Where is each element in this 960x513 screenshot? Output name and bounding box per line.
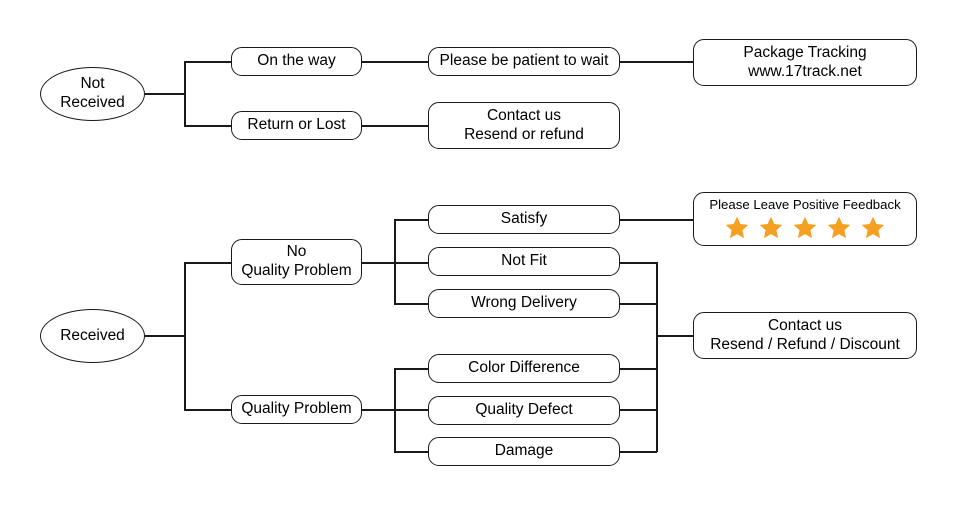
connector-to-quality-problem	[184, 409, 232, 411]
node-no-quality-problem[interactable]: No Quality Problem	[231, 239, 362, 285]
node-received[interactable]: Received	[40, 309, 145, 363]
connector-not-fit-to-merge	[620, 262, 657, 264]
node-quality-defect[interactable]: Quality Defect	[428, 396, 620, 425]
node-satisfy[interactable]: Satisfy	[428, 205, 620, 234]
connector-to-wrong-delivery	[394, 303, 430, 305]
node-not-fit[interactable]: Not Fit	[428, 247, 620, 276]
connector-on-the-way-to-wait	[362, 61, 429, 63]
connector-received-stem	[145, 335, 185, 337]
star-rating[interactable]	[724, 215, 886, 241]
node-please-leave-positive-feedback[interactable]: Please Leave Positive Feedback	[693, 192, 917, 246]
connector-nqp-stem	[362, 262, 396, 264]
node-contact-us-resend-or-refund[interactable]: Contact us Resend or refund	[428, 102, 620, 149]
star-icon[interactable]	[758, 215, 784, 241]
connector-received-bus	[184, 262, 186, 410]
connector-color-difference-to-merge	[620, 368, 657, 370]
node-on-the-way[interactable]: On the way	[231, 47, 362, 76]
connector-to-no-quality-problem	[184, 262, 232, 264]
connector-merge-bus	[656, 262, 658, 452]
node-damage[interactable]: Damage	[428, 437, 620, 466]
connector-to-not-fit	[394, 262, 430, 264]
star-icon[interactable]	[826, 215, 852, 241]
connector-damage-to-merge	[620, 451, 657, 453]
star-icon[interactable]	[724, 215, 750, 241]
connector-to-damage	[394, 451, 430, 453]
connector-to-quality-defect	[394, 409, 430, 411]
connector-qp-bus	[394, 368, 396, 453]
node-package-tracking[interactable]: Package Tracking www.17track.net	[693, 39, 917, 86]
connector-merge-to-contact	[656, 335, 694, 337]
feedback-label: Please Leave Positive Feedback	[709, 197, 901, 213]
connector-wait-to-package-tracking	[620, 61, 694, 63]
star-icon[interactable]	[860, 215, 886, 241]
connector-not-received-stem	[145, 93, 185, 95]
connector-qp-stem	[362, 409, 396, 411]
node-color-difference[interactable]: Color Difference	[428, 354, 620, 383]
connector-satisfy-to-feedback	[620, 219, 694, 221]
node-return-or-lost[interactable]: Return or Lost	[231, 111, 362, 140]
connector-not-received-bus	[184, 61, 186, 126]
connector-to-color-difference	[394, 368, 430, 370]
connector-quality-defect-to-merge	[620, 409, 657, 411]
star-icon[interactable]	[792, 215, 818, 241]
node-wrong-delivery[interactable]: Wrong Delivery	[428, 289, 620, 318]
connector-return-to-contact	[362, 125, 429, 127]
connector-wrong-delivery-to-merge	[620, 303, 657, 305]
node-please-be-patient-to-wait[interactable]: Please be patient to wait	[428, 47, 620, 76]
connector-to-on-the-way	[184, 61, 232, 63]
node-not-received[interactable]: Not Received	[40, 67, 145, 121]
feedback-content: Please Leave Positive Feedback	[694, 197, 916, 240]
node-quality-problem[interactable]: Quality Problem	[231, 395, 362, 424]
connector-to-satisfy	[394, 219, 430, 221]
connector-to-return-or-lost	[184, 125, 232, 127]
node-contact-us-resend-refund-discount[interactable]: Contact us Resend / Refund / Discount	[693, 312, 917, 359]
